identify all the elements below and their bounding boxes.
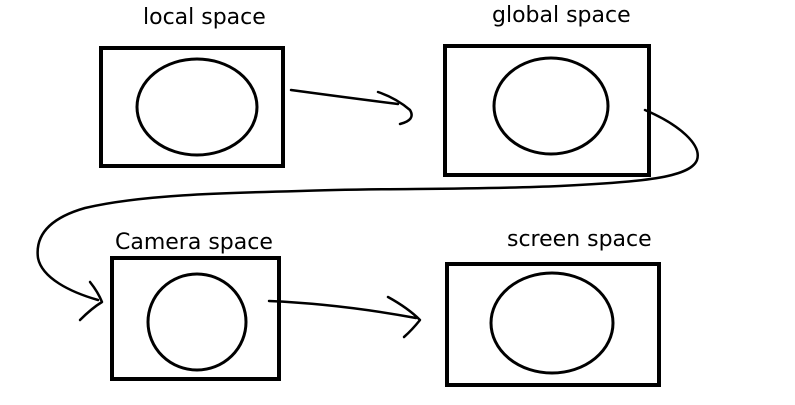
node-camera (110, 256, 281, 381)
arrow-camera-to-screen (267, 295, 422, 339)
global-space-label: global space (492, 3, 631, 28)
node-local (99, 46, 285, 168)
arrow-local-to-global-line (289, 88, 400, 106)
node-global (443, 44, 651, 177)
arrow-global-to-camera (36, 108, 699, 322)
local-space-box (99, 46, 285, 168)
arrow-local-to-global (289, 88, 413, 126)
camera-space-box (110, 256, 281, 381)
global-space-ellipse (492, 56, 610, 156)
screen-space-label: screen space (507, 227, 652, 252)
arrow-global-to-camera-head (78, 280, 104, 322)
arrow-camera-to-screen-head (386, 295, 422, 339)
local-space-label: local space (143, 5, 266, 30)
screen-space-ellipse (489, 271, 615, 375)
global-space-box (443, 44, 651, 177)
local-space-ellipse (135, 57, 259, 157)
camera-space-label: Camera space (115, 230, 273, 255)
screen-space-box (445, 262, 661, 387)
node-screen (445, 262, 661, 387)
camera-space-ellipse (146, 272, 248, 372)
arrow-local-to-global-head (376, 90, 413, 126)
arrow-camera-to-screen-line (267, 299, 418, 320)
arrow-global-to-camera-line (36, 108, 699, 302)
